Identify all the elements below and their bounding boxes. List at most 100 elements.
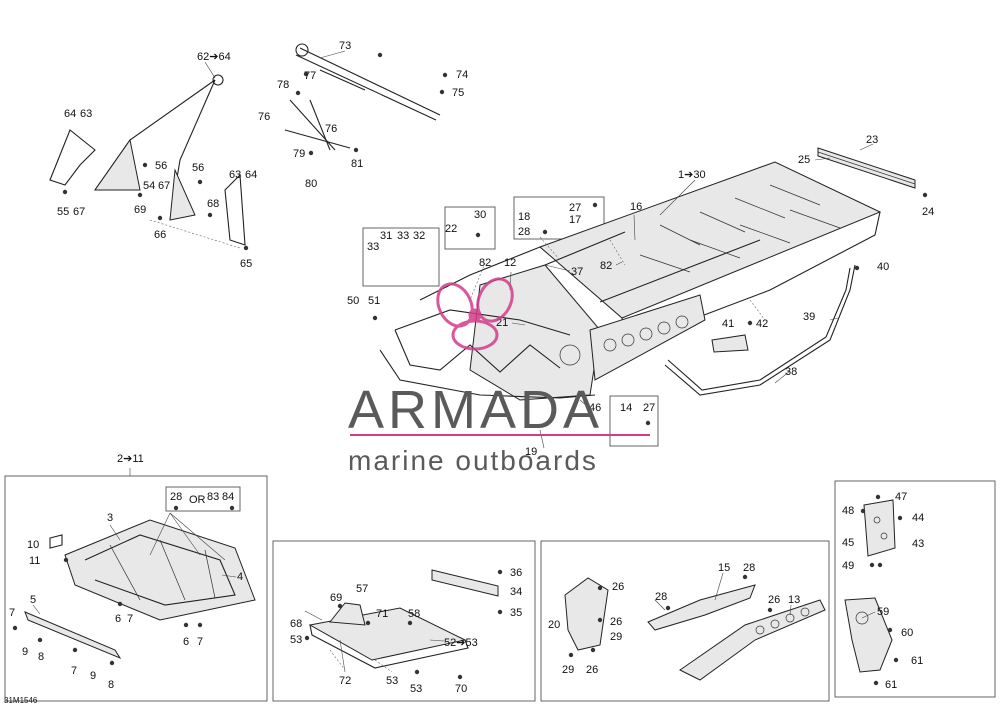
callout-7-d: 7	[71, 665, 77, 677]
callout-75: 75	[452, 87, 464, 99]
callout-11: 11	[29, 555, 40, 567]
callout-35: 35	[510, 607, 522, 619]
callout-59: 59	[877, 606, 889, 618]
front-frame-lower	[379, 349, 596, 399]
steering-link	[284, 129, 351, 149]
callout-63-right: 63	[229, 169, 241, 181]
callout-36: 36	[510, 567, 522, 579]
callout-9-a: 9	[22, 646, 28, 658]
callout-46: 46	[589, 402, 601, 414]
callout-45: 45	[842, 537, 854, 549]
callout-73: 73	[339, 40, 351, 52]
side-rail-lower	[599, 239, 761, 303]
callout-81: 81	[351, 158, 363, 170]
callout-83: 83	[207, 491, 219, 503]
steering-column-rod-2	[295, 54, 437, 121]
callout-39: 39	[803, 311, 815, 323]
clip-box-c	[513, 196, 605, 240]
callout-4: 4	[237, 571, 243, 583]
clip-box-a	[362, 227, 440, 287]
callout-68-a: 68	[207, 198, 219, 210]
callout-58: 58	[408, 608, 420, 620]
callout-28-d: 28	[655, 591, 667, 603]
skid-ribs	[109, 539, 216, 601]
bumper-tube-inner	[667, 267, 851, 391]
callout-26-c: 26	[586, 664, 598, 676]
running-board	[817, 147, 916, 189]
bracket-group-box	[272, 540, 536, 702]
callout-8-a: 8	[38, 651, 44, 663]
side-rail	[544, 231, 626, 266]
callout-69-b: 69	[330, 592, 342, 604]
callout-54: 54	[143, 180, 155, 192]
guard-13	[679, 599, 826, 681]
callout-6-b: 6	[183, 636, 189, 648]
callout-29-b: 29	[562, 664, 574, 676]
front-cradle	[394, 329, 561, 373]
bolt-option-or: OR	[189, 494, 206, 506]
callout-49: 49	[842, 560, 854, 572]
callout-31: 31	[380, 230, 392, 242]
callout-80: 80	[305, 178, 317, 190]
front-arm-assembly	[49, 74, 246, 246]
callout-52-53: 52➔53	[444, 637, 478, 649]
callout-28-a: 28	[518, 226, 530, 238]
callout-26-d: 26	[768, 594, 780, 606]
callout-16: 16	[630, 201, 642, 213]
side-bracket-assembly	[844, 499, 896, 673]
skid-assembly	[24, 519, 256, 660]
header-skid-group: 2➔11	[117, 453, 144, 465]
hardware-bolts	[12, 52, 928, 686]
bracket-59	[844, 597, 893, 673]
main-frame	[379, 161, 882, 401]
callout-64-right: 64	[245, 169, 257, 181]
diagram-code: 31M1546	[4, 696, 38, 705]
callout-50: 50	[347, 295, 359, 307]
callout-82-left: 82	[479, 257, 491, 269]
callout-25: 25	[798, 154, 810, 166]
callout-71: 71	[376, 608, 388, 620]
callout-22: 22	[445, 223, 457, 235]
callout-79: 79	[293, 148, 305, 160]
callout-41: 41	[722, 318, 734, 330]
watermark-logo-icon	[436, 277, 514, 351]
leader-lines	[32, 50, 876, 673]
side-panel-holes	[559, 315, 689, 366]
bracket-41	[711, 334, 749, 353]
callout-72: 72	[339, 675, 351, 687]
callout-53-c: 53	[410, 683, 422, 695]
callout-74: 74	[456, 69, 468, 81]
upright-bracket-20	[564, 577, 609, 651]
callout-7-a: 7	[9, 607, 15, 619]
callout-23: 23	[866, 134, 878, 146]
watermark-divider	[350, 434, 650, 436]
bracket-45	[863, 499, 896, 557]
callout-7-c: 7	[197, 636, 203, 648]
callout-57: 57	[356, 583, 368, 595]
callout-14: 14	[620, 402, 632, 414]
skid-frame	[64, 519, 256, 621]
header-arms: 62➔64	[197, 51, 231, 63]
tunnel-left-edge	[419, 246, 541, 301]
callout-19: 19	[525, 446, 537, 458]
callout-70: 70	[455, 683, 467, 695]
bracket-45-holes	[873, 516, 888, 540]
mount-group-box	[540, 540, 830, 702]
callout-68-b: 68	[290, 618, 302, 630]
arm-top-mount	[212, 74, 224, 86]
callout-13: 13	[788, 594, 800, 606]
watermark-tagline: marine outboards	[348, 445, 598, 476]
callout-26-a: 26	[612, 581, 624, 593]
guard-15	[647, 584, 756, 631]
left-bracket-plate	[49, 129, 96, 186]
front-frame-tube	[394, 309, 571, 336]
callout-27-b: 27	[643, 402, 655, 414]
clip-box-d	[609, 395, 659, 447]
steering-column-rod	[299, 47, 441, 116]
callout-51: 51	[368, 295, 380, 307]
callout-8-b: 8	[108, 679, 114, 691]
callout-61-a: 61	[911, 655, 923, 667]
clip-box-b	[444, 206, 496, 250]
callout-38: 38	[785, 366, 797, 378]
callout-26-b: 26	[610, 616, 622, 628]
